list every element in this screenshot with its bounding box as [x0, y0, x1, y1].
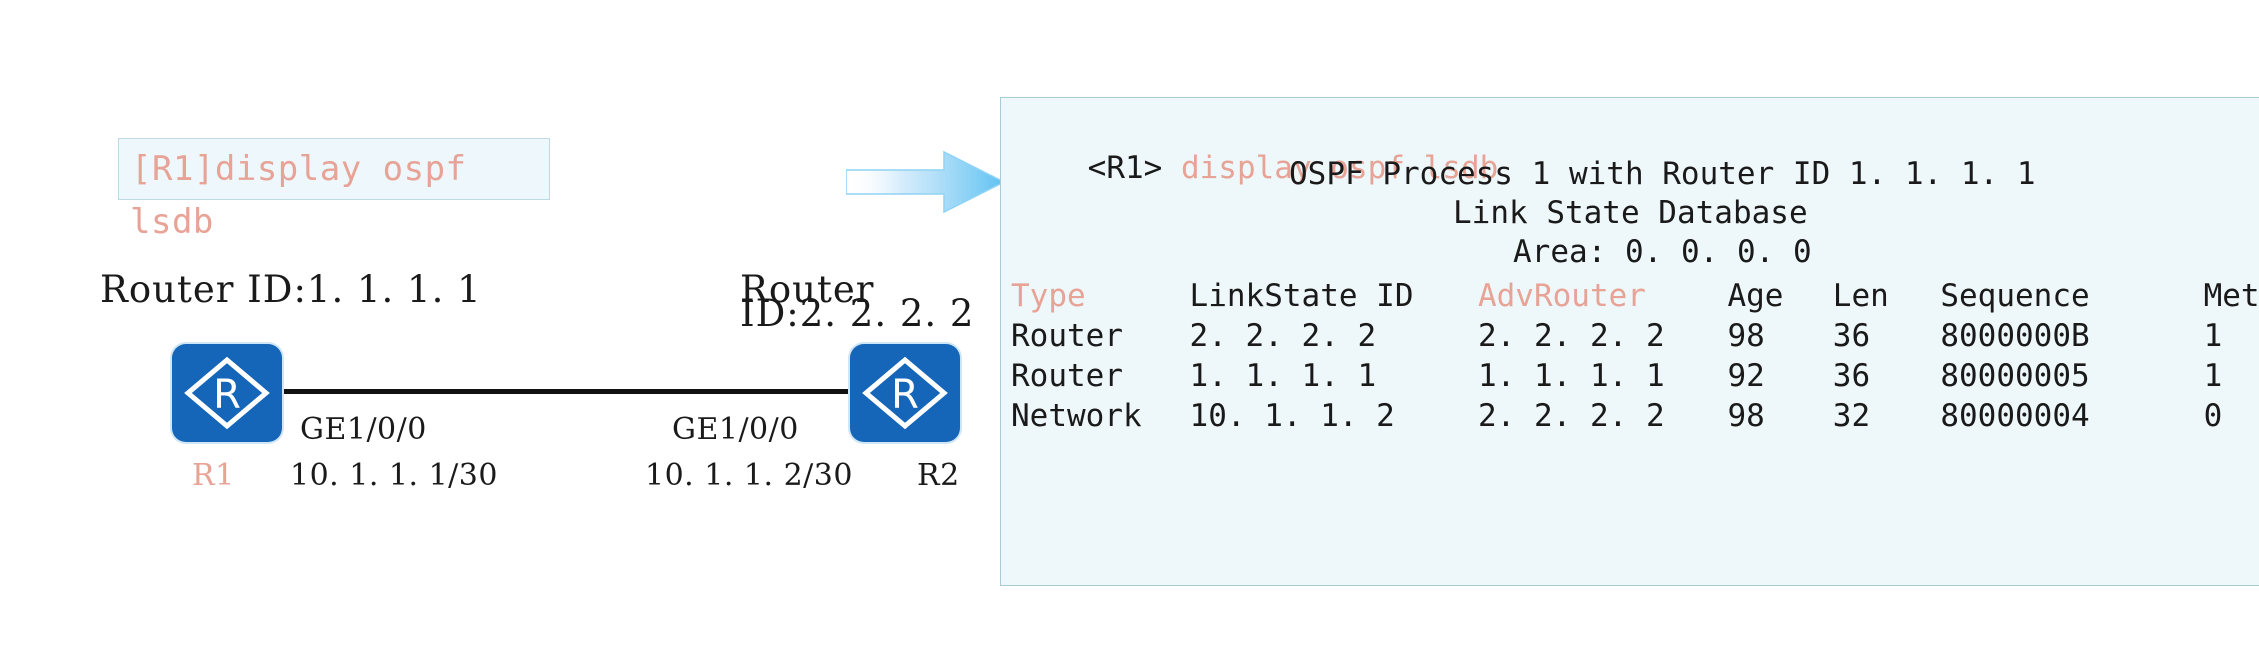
column-header-linkstate-id: LinkState ID [1189, 278, 1414, 314]
column-header-metric: Metric [2203, 278, 2259, 314]
column-header-age: Age [1727, 278, 1784, 314]
cell-sequence: 80000005 [1940, 358, 2090, 394]
cell-advrouter: 1. 1. 1. 1 [1477, 358, 1665, 394]
left-router-id-label: Router ID:1. 1. 1. 1 [100, 268, 482, 311]
router-icon-r2[interactable]: R [850, 344, 960, 442]
command-callout-box: [R1]display ospf [118, 138, 550, 200]
right-router-id-label-line2: ID:2. 2. 2. 2 [740, 292, 975, 335]
cell-type: Router [1011, 358, 1123, 394]
column-header-len: Len [1832, 278, 1889, 314]
cell-linkstate-id: 10. 1. 1. 2 [1189, 398, 1395, 434]
cell-metric: 1 [2203, 318, 2223, 354]
cell-linkstate-id: 1. 1. 1. 1 [1189, 358, 1377, 394]
cell-advrouter: 2. 2. 2. 2 [1477, 318, 1665, 354]
command-callout-line1: [R1]display ospf [131, 149, 467, 189]
cell-metric: 1 [2203, 358, 2223, 394]
cell-age: 98 [1727, 398, 1765, 434]
area-header: Area: 0. 0. 0. 0 [1513, 234, 1812, 270]
left-interface-name: GE1/0/0 [300, 412, 427, 447]
right-router-name: R2 [917, 458, 960, 493]
cell-type: Router [1011, 318, 1123, 354]
right-router-id-label-line1: Router [740, 268, 875, 311]
terminal-output-panel: <R1> display ospf lsdb OSPF Process 1 wi… [1000, 97, 2259, 586]
cell-sequence: 8000000B [1940, 318, 2090, 354]
table-row: Network 10. 1. 1. 2 2. 2. 2. 2 98 32 800… [1011, 396, 2259, 436]
router-icon-r1[interactable]: R [172, 344, 282, 442]
topology-diagram: [R1]display ospf lsdb Router ID:1. 1. 1.… [0, 0, 1000, 649]
right-interface-name: GE1/0/0 [672, 412, 799, 447]
svg-text:R: R [213, 372, 241, 418]
cell-metric: 0 [2203, 398, 2223, 434]
svg-text:R: R [891, 372, 919, 418]
cell-age: 92 [1727, 358, 1765, 394]
command-callout-line2: lsdb [130, 202, 214, 242]
link-connection-line [278, 389, 878, 394]
table-row: Router 2. 2. 2. 2 2. 2. 2. 2 98 36 80000… [1011, 316, 2259, 356]
right-interface-ip: 10. 1. 1. 2/30 [645, 458, 853, 493]
column-header-advrouter: AdvRouter [1477, 278, 1646, 314]
ospf-process-header: OSPF Process 1 with Router ID 1. 1. 1. 1 [1289, 156, 2036, 192]
table-header-row: Type LinkState ID AdvRouter Age Len Sequ… [1011, 276, 2259, 316]
cell-age: 98 [1727, 318, 1765, 354]
lsdb-table: Type LinkState ID AdvRouter Age Len Sequ… [1011, 276, 2259, 436]
cell-type: Network [1011, 398, 1142, 434]
cell-len: 36 [1832, 318, 1871, 354]
link-state-database-header: Link State Database [1453, 195, 1808, 231]
terminal-prompt-line: <R1> display ospf lsdb [1013, 114, 1499, 222]
cell-linkstate-id: 2. 2. 2. 2 [1189, 318, 1377, 354]
left-interface-ip: 10. 1. 1. 1/30 [290, 458, 498, 493]
column-header-type: Type [1011, 278, 1086, 314]
arrow-right-icon [845, 148, 1006, 216]
cell-len: 32 [1832, 398, 1871, 434]
terminal-prompt-host: <R1> [1087, 150, 1163, 186]
cell-advrouter: 2. 2. 2. 2 [1477, 398, 1665, 434]
table-row: Router 1. 1. 1. 1 1. 1. 1. 1 92 36 80000… [1011, 356, 2259, 396]
terminal-prompt-command: display ospf lsdb [1180, 150, 1499, 186]
cell-sequence: 80000004 [1940, 398, 2090, 434]
left-router-name: R1 [192, 458, 235, 493]
cell-len: 36 [1832, 358, 1871, 394]
column-header-sequence: Sequence [1940, 278, 2090, 314]
